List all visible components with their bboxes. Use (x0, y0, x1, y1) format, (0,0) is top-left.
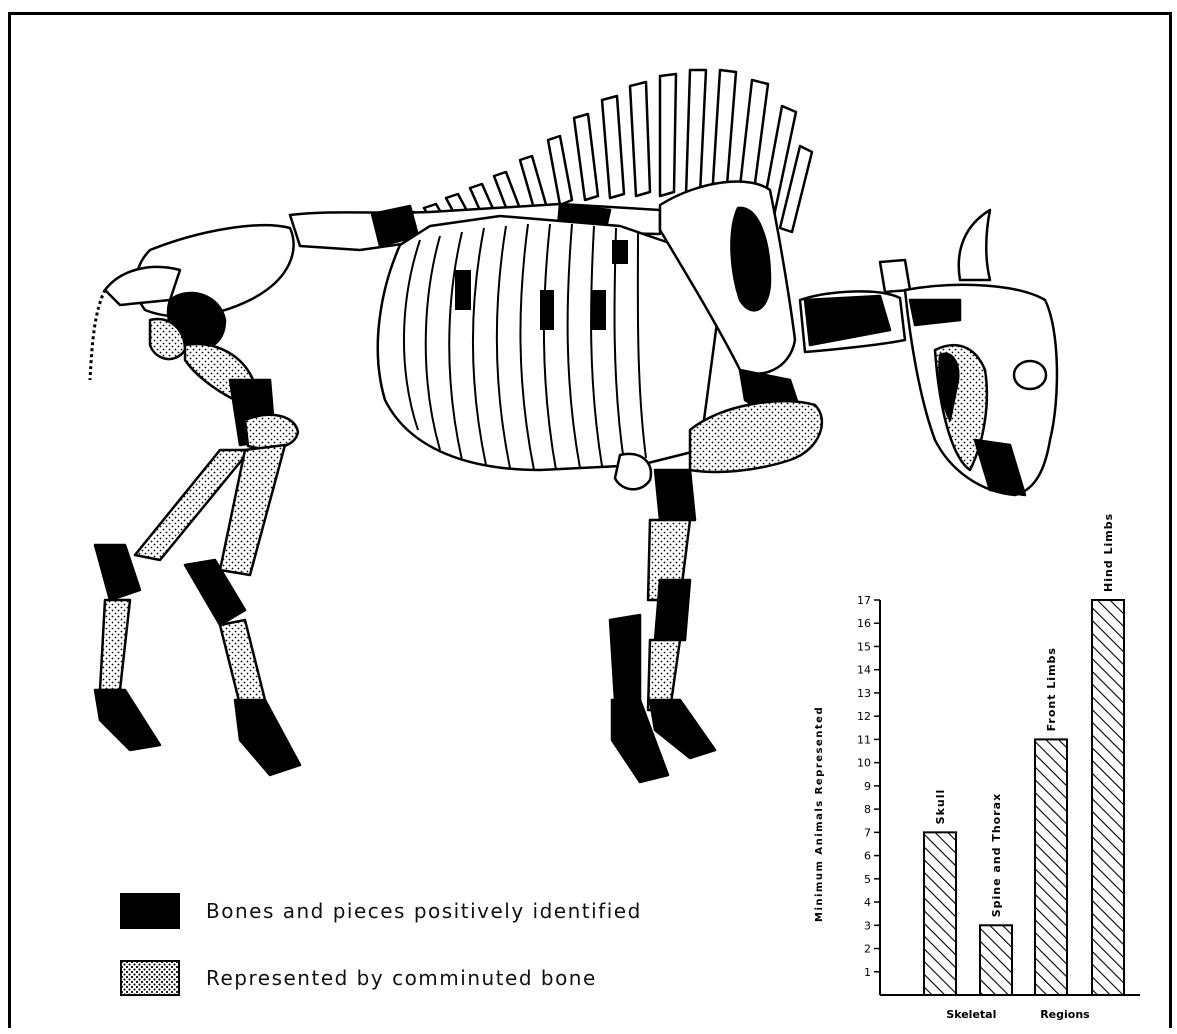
bar-skull (924, 832, 956, 995)
bar-labels: Skull Spine and Thorax Front Limbs Hind Lim… (934, 513, 1115, 917)
ribcage (378, 216, 720, 470)
y-tick-label: 10 (857, 757, 871, 770)
bar-spine-and-thorax (980, 925, 1012, 995)
legend-item-identified: Bones and pieces positively identified (120, 893, 642, 929)
bison-skeleton-drawing (90, 70, 1057, 782)
x-axis-title: Skeletal Regions (946, 1008, 1090, 1021)
legend-label-comminuted: Represented by comminuted bone (206, 966, 597, 990)
tail (90, 290, 105, 380)
y-tick-label: 14 (857, 664, 871, 677)
y-tick-label: 4 (864, 896, 871, 909)
y-tick-label: 6 (864, 850, 871, 863)
bar-label: Front Limbs (1045, 647, 1058, 731)
y-tick-label: 17 (857, 594, 871, 607)
legend-item-comminuted: Represented by comminuted bone (120, 960, 597, 996)
bar-label: Hind Limbs (1102, 513, 1115, 592)
y-tick-label: 7 (864, 826, 871, 839)
y-tick-label: 2 (864, 943, 871, 956)
stippled-swatch (120, 960, 180, 996)
bar-label: Spine and Thorax (990, 793, 1003, 917)
y-axis-title: Minimum Animals Represented (814, 706, 825, 922)
bar-hind-limbs (1092, 600, 1124, 995)
solid-black-swatch (120, 893, 180, 929)
bars (924, 600, 1124, 995)
y-tick-label: 11 (857, 733, 871, 746)
front-radius (655, 470, 695, 520)
bar-label: Skull (934, 789, 947, 825)
legend-label-identified: Bones and pieces positively identified (206, 899, 642, 923)
y-tick-label: 9 (864, 780, 871, 793)
y-tick-label: 8 (864, 803, 871, 816)
y-tick-label: 16 (857, 617, 871, 630)
y-tick-label: 13 (857, 687, 871, 700)
y-tick-label: 5 (864, 873, 871, 886)
y-tick-label: 1 (864, 966, 871, 979)
y-tick-label: 3 (864, 919, 871, 932)
bar-front-limbs (1035, 739, 1067, 995)
y-tick-label: 15 (857, 640, 871, 653)
y-tick-label: 12 (857, 710, 871, 723)
